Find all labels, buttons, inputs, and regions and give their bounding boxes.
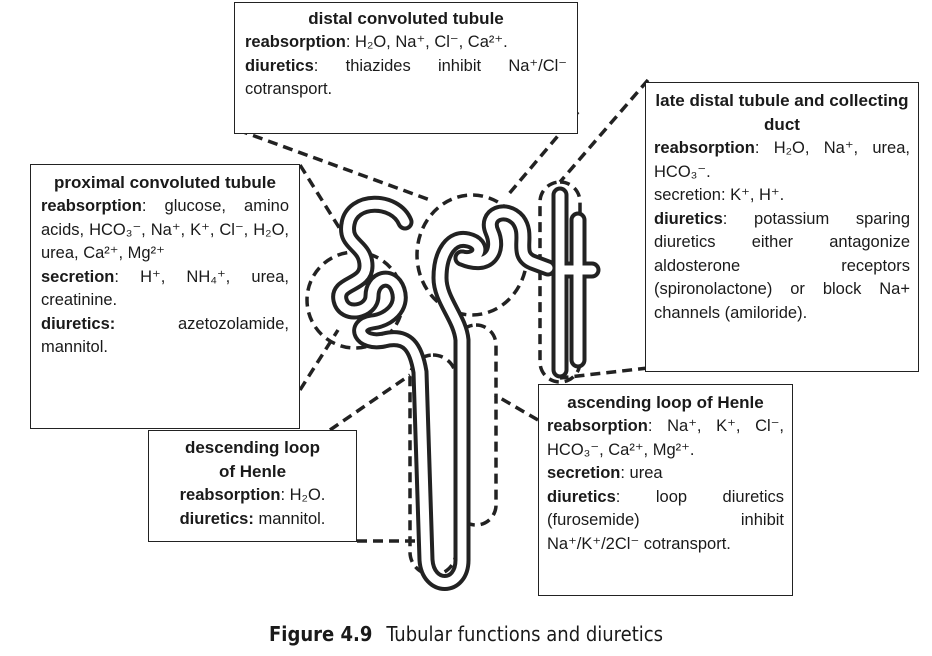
ascending-reabsorption: reabsorption: Na⁺, K⁺, Cl⁻, HCO₃⁻, Ca²⁺,… xyxy=(547,415,784,462)
leader-proximal-bottom xyxy=(298,329,340,391)
leader-ascending xyxy=(494,393,539,422)
ascending-reabsorption-text: : Na⁺, K⁺, Cl⁻, HCO₃⁻, Ca²⁺, Mg²⁺. xyxy=(547,417,784,459)
proximal-convoluted-tubule-box: proximal convoluted tubule reabsorption:… xyxy=(30,164,300,429)
late-distal-tubule-box: late distal tubule and collecting duct r… xyxy=(645,82,919,372)
proximal-reabsorption: reabsorption: glucose, amino acids, HCO₃… xyxy=(41,195,289,266)
collecting-duct-region xyxy=(538,180,582,384)
ascending-secretion: secretion: urea xyxy=(547,462,784,486)
descending-reabsorption-label: reabsorption xyxy=(179,486,281,504)
descending-reabsorption: reabsorption: H₂O. xyxy=(159,484,346,508)
proximal-diuretics-text: azetozolamide, mannitol. xyxy=(41,314,289,357)
late-distal-title: late distal tubule and collecting duct xyxy=(655,91,909,134)
late-distal-reabsorption: reabsorption: H₂O, Na⁺, urea, HCO₃⁻. xyxy=(654,137,910,184)
late-distal-diuretics-text: : potassium sparing diuretics either ant… xyxy=(654,209,910,322)
figure-number: Figure 4.9 xyxy=(268,622,373,646)
ascending-secretion-label: secretion xyxy=(547,464,621,482)
leader-descending-top xyxy=(329,373,411,432)
descending-diuretics: diuretics: mannitol. xyxy=(159,508,346,532)
ascending-diuretics-label: diuretics xyxy=(547,487,616,506)
late-distal-secretion: secretion: K⁺, H⁺. xyxy=(654,186,785,204)
ascending-secretion-text: : urea xyxy=(620,464,663,482)
figure-caption: Figure 4.9 Tubular functions and diuretic… xyxy=(0,622,932,646)
late-distal-reabsorption-label: reabsorption xyxy=(654,139,755,157)
distal-convoluted-tubule-box: distal convoluted tubule reabsorption: H… xyxy=(234,2,578,134)
ascending-diuretics: diuretics: loop diuretics (furosemide) i… xyxy=(547,486,784,557)
ascending-diuretics-text: : loop diuretics (furosemide) inhibit Na… xyxy=(547,487,784,553)
proximal-secretion: secretion: H⁺, NH₄⁺, urea, creatinine. xyxy=(41,266,289,313)
ascending-reabsorption-label: reabsorption xyxy=(547,417,648,435)
ascending-loop-box: ascending loop of Henle reabsorption: Na… xyxy=(538,384,793,596)
distal-diuretics-text: : thiazides inhibit Na⁺/Cl⁻ cotransport. xyxy=(245,56,567,99)
ascending-loop-region xyxy=(454,323,498,527)
late-distal-diuretics-label: diuretics xyxy=(654,209,723,228)
leader-late-bottom xyxy=(559,366,649,380)
descending-reabsorption-text: : H₂O. xyxy=(280,486,326,504)
late-distal-diuretics: diuretics: potassium sparing diuretics e… xyxy=(654,208,910,326)
proximal-diuretics: diuretics: azetozolamide, mannitol. xyxy=(41,313,289,360)
leader-distal-left xyxy=(237,128,431,202)
distal-reabsorption-label: reabsorption xyxy=(245,33,346,51)
distal-diuretics: diuretics: thiazides inhibit Na⁺/Cl⁻ cot… xyxy=(245,55,567,102)
proximal-reabsorption-text: : glucose, amino acids, HCO₃⁻, Na⁺, K⁺, … xyxy=(41,197,289,262)
proximal-secretion-text: : H⁺, NH₄⁺, urea, creatinine. xyxy=(41,267,289,310)
distal-title: distal convoluted tubule xyxy=(308,9,504,28)
descending-title: descending loop of Henle xyxy=(184,438,321,481)
distal-diuretics-label: diuretics xyxy=(245,56,314,75)
proximal-title: proximal convoluted tubule xyxy=(54,173,276,192)
leader-late-top xyxy=(558,78,650,184)
descending-loop-box: descending loop of Henle reabsorption: H… xyxy=(148,430,357,542)
distal-reabsorption: reabsorption: H₂O, Na⁺, Cl⁻, Ca²⁺. xyxy=(245,31,567,55)
figure-caption-text: Tubular functions and diuretics xyxy=(386,622,664,646)
proximal-secretion-label: secretion xyxy=(41,267,115,286)
late-distal-reabsorption-text: : H₂O, Na⁺, urea, HCO₃⁻. xyxy=(654,139,910,181)
proximal-reabsorption-label: reabsorption xyxy=(41,197,142,215)
proximal-diuretics-label: diuretics: xyxy=(41,314,116,333)
distal-reabsorption-text: : H₂O, Na⁺, Cl⁻, Ca²⁺. xyxy=(345,33,508,51)
descending-diuretics-label: diuretics: xyxy=(179,509,254,528)
ascending-title: ascending loop of Henle xyxy=(567,393,764,412)
nephron-tubule xyxy=(331,186,601,591)
descending-diuretics-text: mannitol. xyxy=(253,509,326,528)
